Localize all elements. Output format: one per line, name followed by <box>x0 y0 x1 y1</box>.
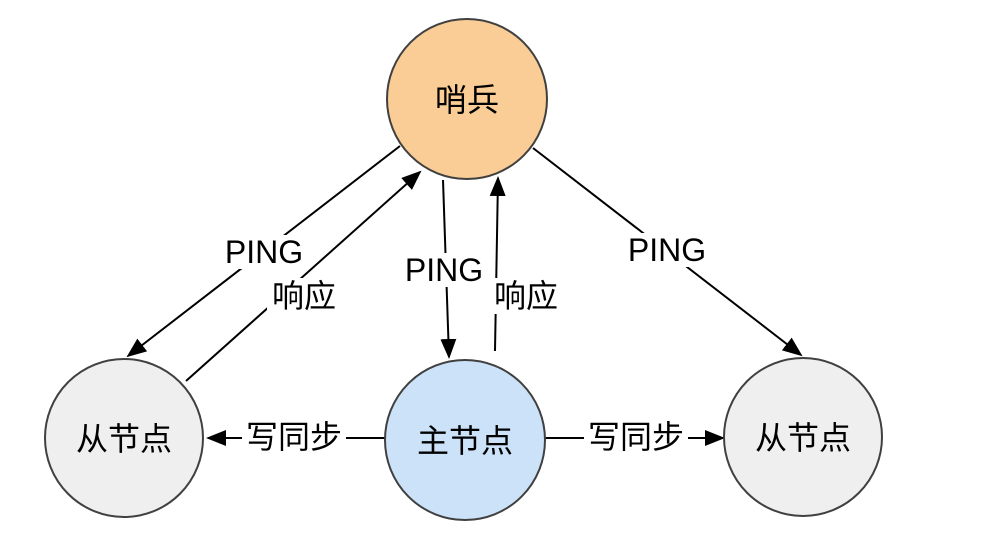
edge-response-left-slave-to-sentinel <box>185 170 422 382</box>
node-label-sentinel: 哨兵 <box>435 82 499 118</box>
node-slave-left <box>44 358 204 518</box>
node-slave-right <box>723 357 883 517</box>
edge-label-bg-write-sync-left <box>242 418 346 456</box>
edge-label-write-sync-right: 写同步 <box>588 419 684 455</box>
edge-label-response-left: 响应 <box>272 278 336 314</box>
node-label-slave-right: 从节点 <box>755 420 851 456</box>
edge-label-bg-ping-left <box>220 235 308 269</box>
edge-label-ping-left: PING <box>225 234 303 270</box>
edge-label-bg-response-center <box>489 278 563 314</box>
node-sentinel <box>386 18 548 180</box>
edge-label-bg-write-sync-right <box>584 418 688 456</box>
edge-label-bg-ping-right <box>623 233 711 267</box>
edge-label-bg-ping-center <box>400 253 488 287</box>
node-label-slave-left: 从节点 <box>76 421 172 457</box>
edge-label-response-center: 响应 <box>494 278 558 314</box>
edge-label-bg-response-left <box>267 278 341 314</box>
edge-label-write-sync-left: 写同步 <box>246 419 342 455</box>
edge-response-master-to-sentinel <box>489 176 506 352</box>
node-label-master: 主节点 <box>417 423 513 459</box>
node-master <box>384 359 546 521</box>
edge-label-ping-right: PING <box>628 232 706 268</box>
edge-label-ping-center: PING <box>405 252 483 288</box>
